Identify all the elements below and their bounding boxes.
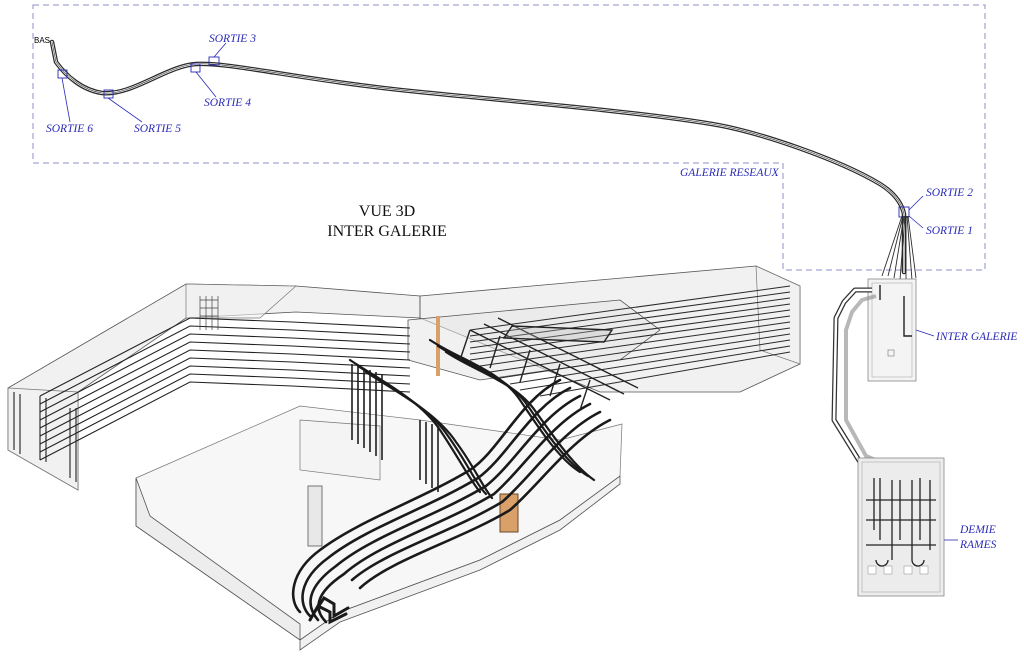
sortie-3-label: SORTIE 3 xyxy=(209,33,256,45)
sortie-1-label: SORTIE 1 xyxy=(926,225,973,237)
sortie-6-marker xyxy=(57,69,68,79)
demie-label: DEMIE xyxy=(959,524,996,536)
sortie-4-label: SORTIE 4 xyxy=(204,97,251,109)
galerie-reseaux-group: BAS SORTIE 6 SORTIE 5 SORTIE 4 SORTIE 3 … xyxy=(32,4,986,275)
inter-galerie-label: INTER GALERIE xyxy=(935,331,1017,343)
rames-label: RAMES xyxy=(959,539,997,551)
sortie-4-marker xyxy=(190,63,201,73)
galerie-reseaux-tunnel xyxy=(49,39,907,275)
sortie-6-label: SORTIE 6 xyxy=(46,123,93,135)
sortie-2-label: SORTIE 2 xyxy=(926,187,973,199)
view-title-line2: INTER GALERIE xyxy=(327,223,447,240)
view-title-line1: VUE 3D xyxy=(359,203,415,220)
galerie-reseaux-frame xyxy=(32,4,986,271)
main-3d-model xyxy=(7,265,801,651)
demie-rames-box xyxy=(857,457,945,597)
bas-label: BAS xyxy=(34,36,50,45)
inter-galerie-overview: INTER GALERIE DEMIE RAMES xyxy=(831,215,1017,597)
sortie-5-label: SORTIE 5 xyxy=(134,123,181,135)
galerie-reseaux-label: GALERIE RESEAUX xyxy=(680,167,780,179)
